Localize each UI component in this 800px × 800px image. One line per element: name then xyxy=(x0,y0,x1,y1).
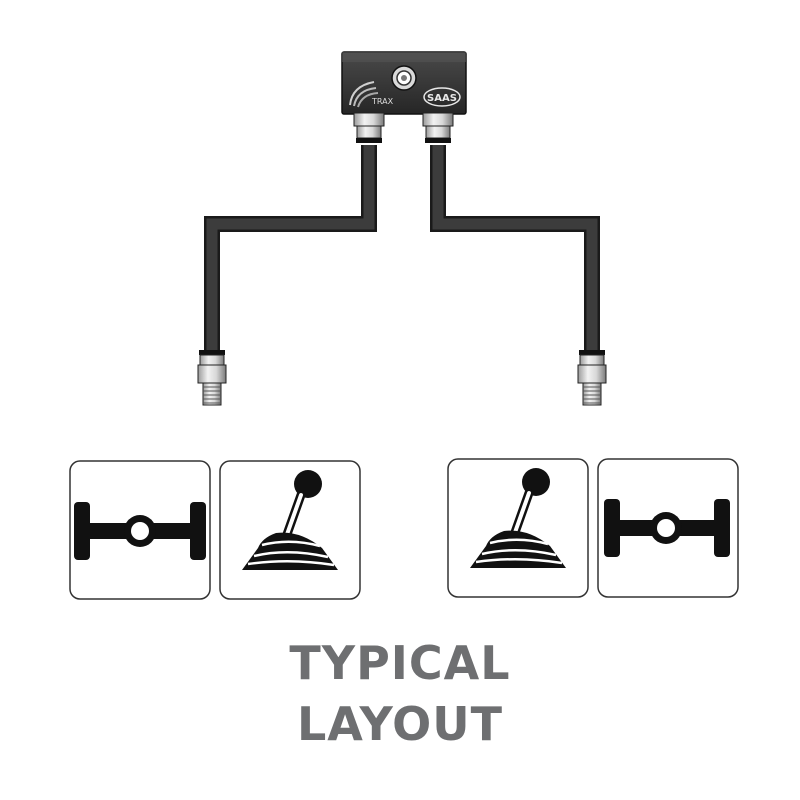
trax-logo: TRAX xyxy=(349,81,394,108)
fitting-top-right xyxy=(422,112,454,143)
center-port xyxy=(391,65,417,91)
shifter-tile-left xyxy=(219,460,361,600)
caption-line-1: TYPICAL xyxy=(289,636,511,690)
axle-tile-right xyxy=(597,458,739,598)
axle-icon xyxy=(604,499,730,557)
control-block: TRAX SAAS xyxy=(341,51,467,115)
hose-left xyxy=(204,145,377,352)
fitting-top-left xyxy=(353,112,385,143)
axle-icon xyxy=(74,502,206,560)
fitting-bottom-right xyxy=(577,350,607,406)
saas-logo: SAAS xyxy=(423,87,461,107)
shifter-tile-right xyxy=(447,458,589,598)
hose-right xyxy=(430,145,600,352)
caption-line-2: LAYOUT xyxy=(296,697,503,751)
fitting-bottom-left xyxy=(197,350,227,406)
gear-shifter-icon xyxy=(470,468,566,568)
svg-text:SAAS: SAAS xyxy=(427,93,457,104)
gear-shifter-icon xyxy=(242,470,338,570)
svg-text:TRAX: TRAX xyxy=(371,97,394,106)
axle-tile-left xyxy=(69,460,211,600)
layout-diagram: TRAX SAAS xyxy=(69,51,739,600)
